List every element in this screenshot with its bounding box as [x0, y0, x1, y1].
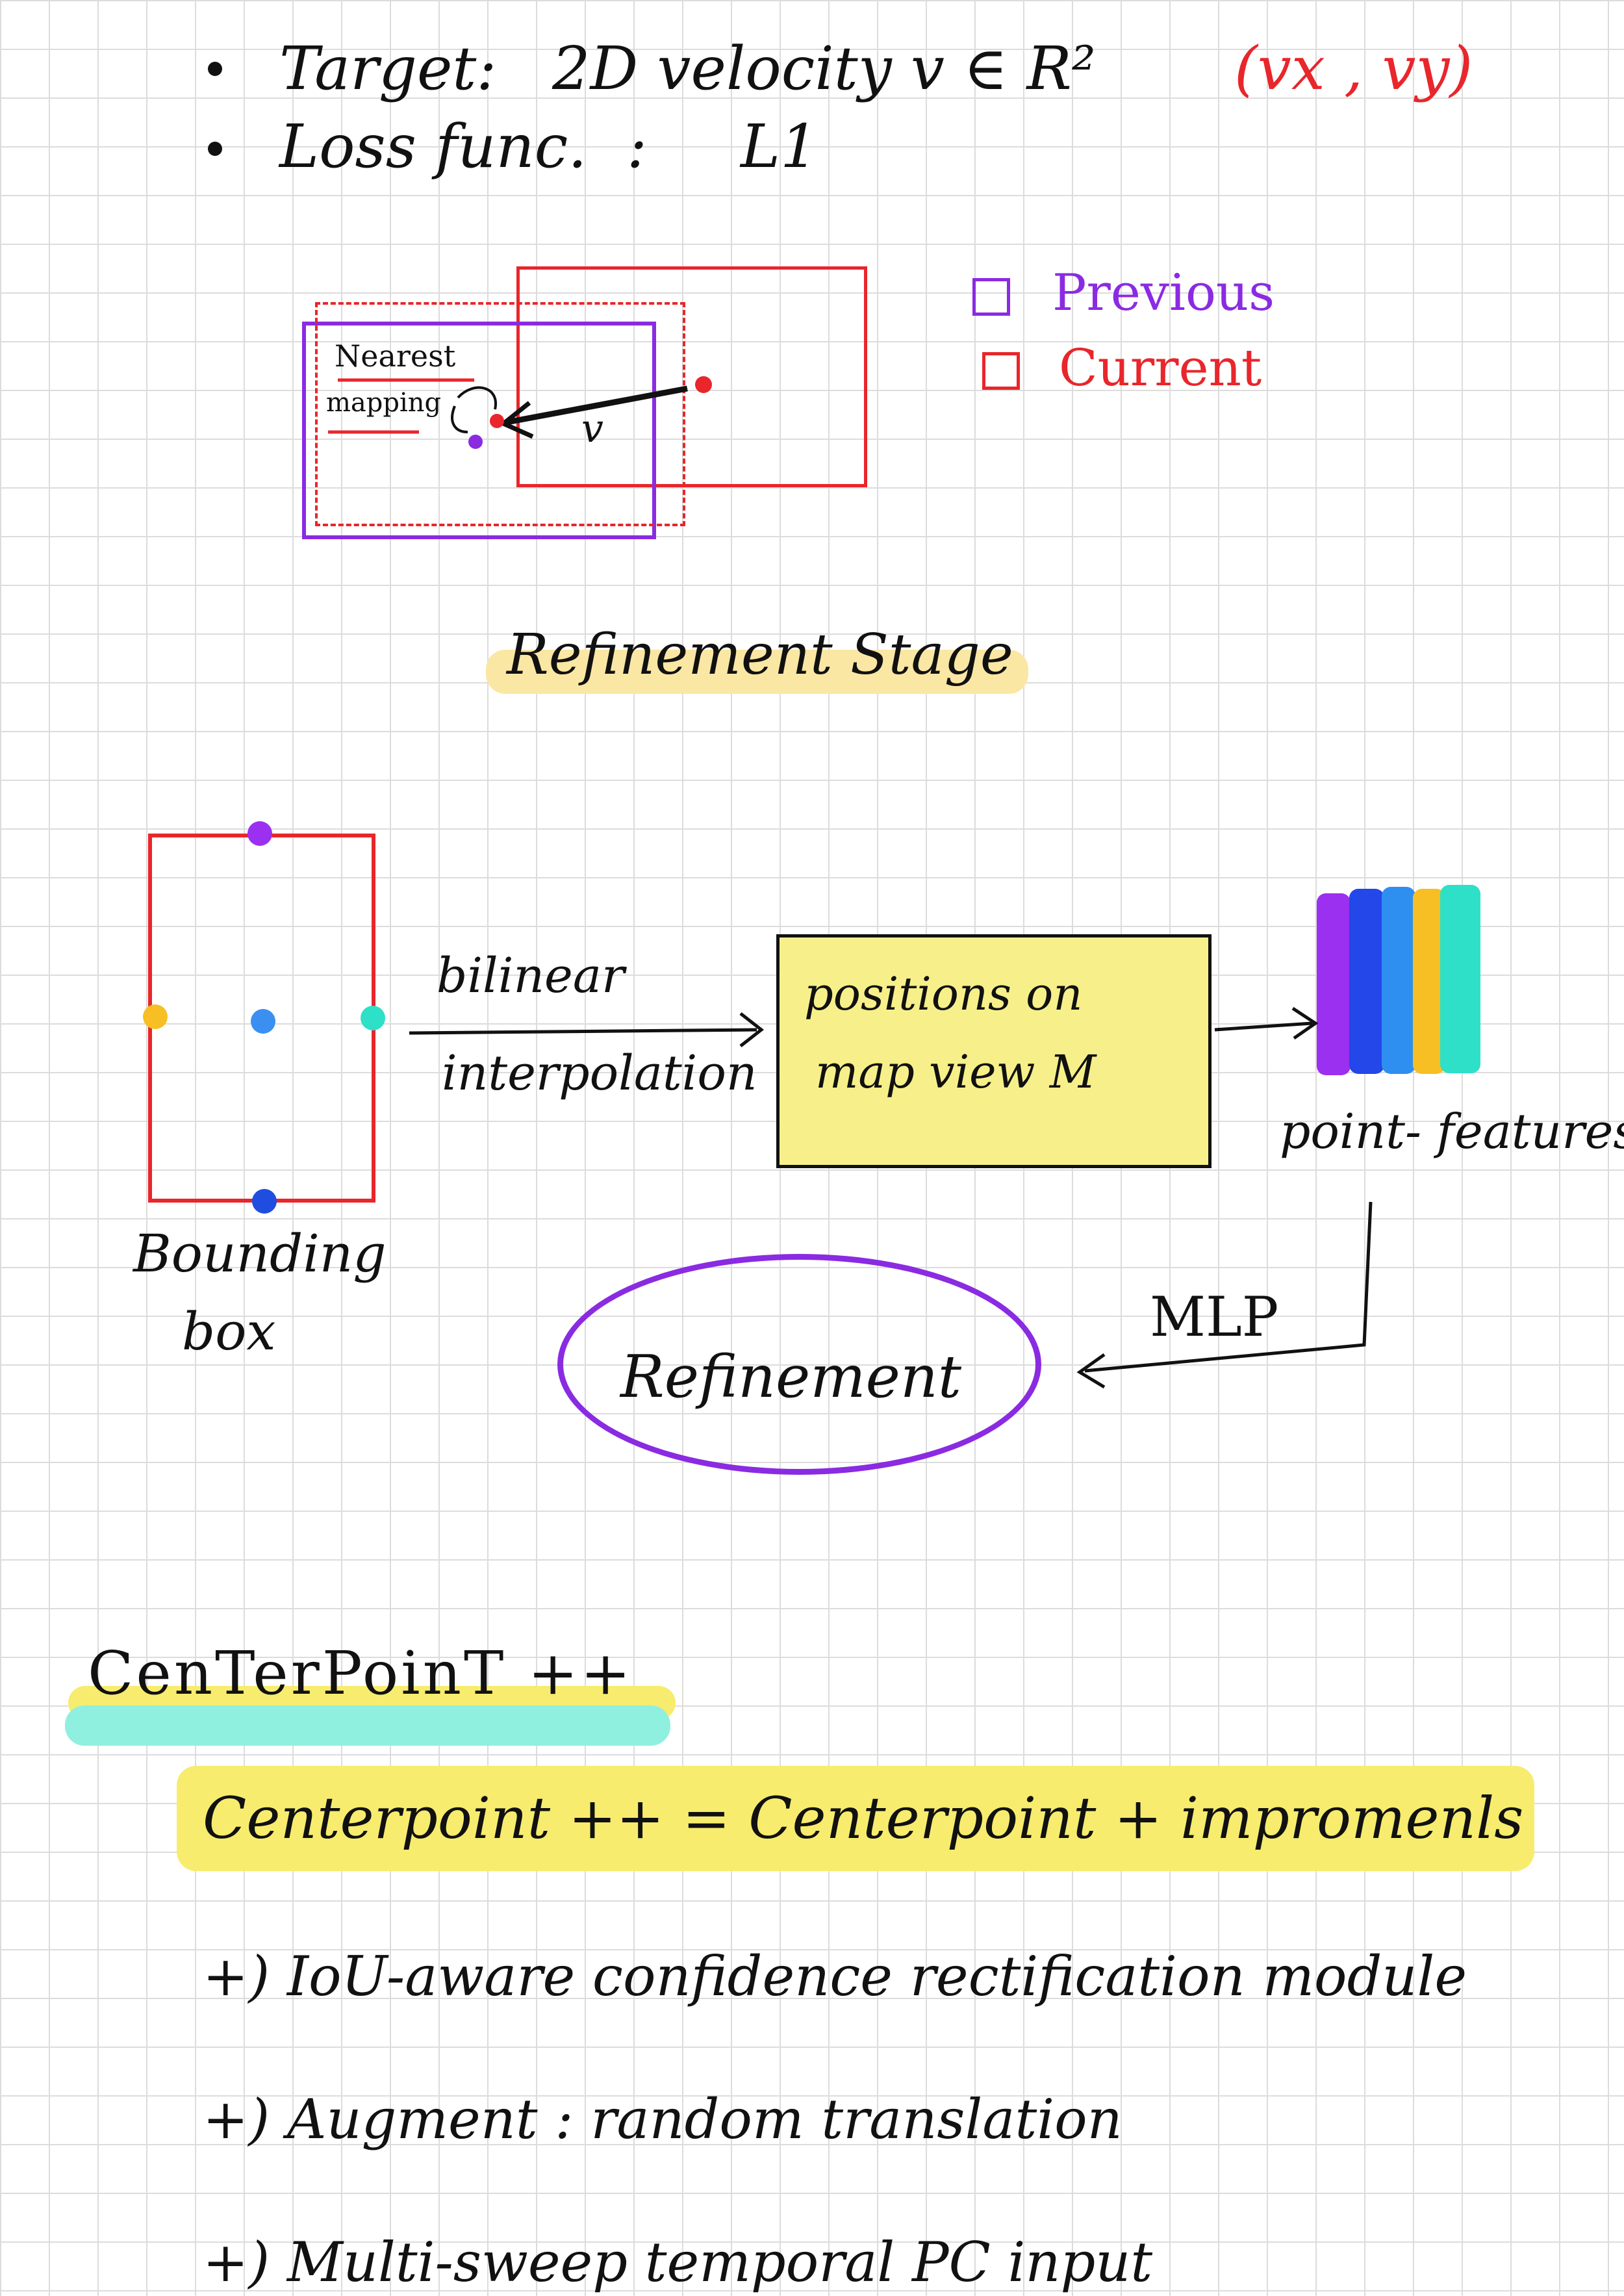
feature-stroke-blue [1382, 887, 1415, 1074]
centerpoint-equation: Centerpoint ++ = Centerpoint + impromenl… [203, 1785, 1524, 1852]
legend-previous-label: Previous [1052, 264, 1275, 322]
bullet-1 [208, 62, 222, 76]
mlp-label: MLP [1150, 1285, 1279, 1349]
loss-label: Loss func. [279, 112, 587, 181]
bbox-caption-line2: box [182, 1301, 276, 1362]
bilinear-label: bilinear [437, 948, 625, 1004]
bbox-point-center [251, 1009, 275, 1034]
centerpoint-heading-highlight-teal [65, 1705, 670, 1746]
bbox-point-top [247, 821, 272, 846]
improvement-item-1: +) IoU-aware confidence rectification mo… [203, 1945, 1467, 2008]
bullet-2 [208, 142, 222, 156]
map-view-line1: positions on [804, 967, 1083, 1021]
map-view-line2: map view M [815, 1045, 1097, 1099]
refinement-label: Refinement [620, 1343, 962, 1411]
velocity-vector-label: v [581, 406, 603, 452]
target-value: 2D velocity v ∈ R² [552, 34, 1096, 103]
map-view-box [776, 934, 1212, 1168]
nearest-label: Nearest [335, 338, 456, 374]
current-box [516, 266, 867, 487]
refinement-ellipse [557, 1254, 1041, 1475]
feature-stroke-purple [1317, 893, 1351, 1075]
improvement-item-3: +) Multi-sweep temporal PC input [203, 2230, 1153, 2294]
point-features-label: point- features [1280, 1104, 1624, 1160]
feature-stroke-teal [1440, 885, 1480, 1073]
legend-previous-swatch [972, 278, 1010, 316]
improvement-item-2: +) Augment : random translation [203, 2087, 1123, 2151]
refinement-title: Refinement Stage [507, 622, 1013, 687]
bbox-point-left [143, 1004, 168, 1029]
loss-separator: : [627, 112, 647, 181]
loss-value: L1 [741, 112, 818, 181]
feature-stroke-yellow [1413, 889, 1445, 1074]
interpolation-label: interpolation [442, 1045, 757, 1101]
target-components: (vx , vy) [1234, 34, 1473, 103]
target-label: Target: [279, 34, 497, 103]
mapping-label: mapping [326, 388, 442, 418]
bbox-caption-line1: Bounding [133, 1223, 387, 1284]
centerpoint-heading: CenTerPoinT ++ [88, 1639, 633, 1708]
legend-current-swatch [982, 352, 1020, 390]
refinement-title-highlight [486, 650, 1028, 694]
legend-current-label: Current [1059, 339, 1262, 398]
bbox-point-right [361, 1006, 385, 1030]
previous-box [302, 322, 656, 539]
bbox-point-bottom [252, 1189, 277, 1214]
shifted-box [315, 302, 685, 526]
feature-stroke-darkblue [1349, 889, 1384, 1074]
equation-highlight [177, 1766, 1534, 1871]
